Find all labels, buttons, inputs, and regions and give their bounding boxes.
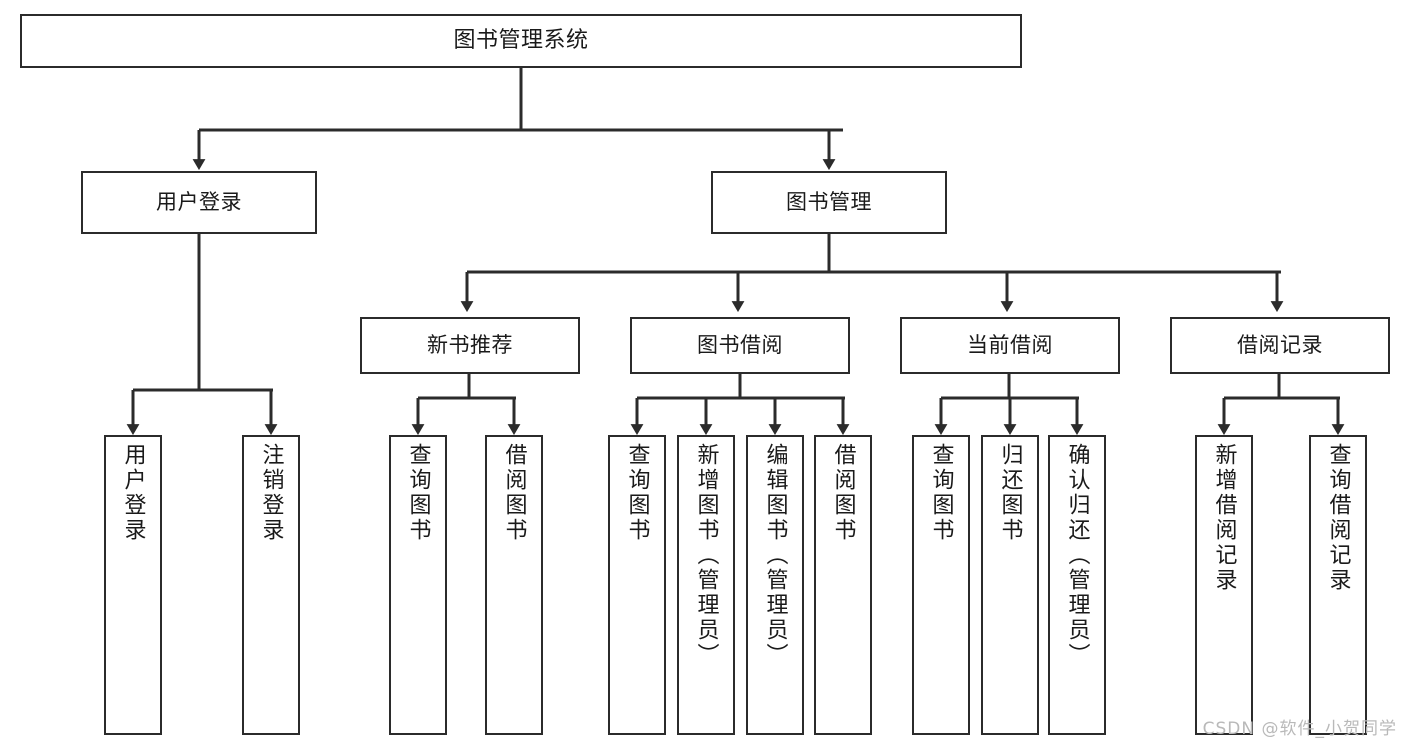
- leaf-user-login-signout[interactable]: 注销登录: [242, 435, 300, 735]
- leaf-borrow-borrow-book-label: 借阅图书: [830, 443, 856, 543]
- node-book-borrow[interactable]: 图书借阅: [630, 317, 850, 374]
- leaf-borrow-edit-book[interactable]: 编辑图书（管理员）: [746, 435, 804, 735]
- leaf-borrow-query-book[interactable]: 查询图书: [608, 435, 666, 735]
- leaf-borrow-borrow-book[interactable]: 借阅图书: [814, 435, 872, 735]
- node-current-borrow[interactable]: 当前借阅: [900, 317, 1120, 374]
- leaf-user-login-signout-label: 注销登录: [258, 443, 284, 543]
- leaf-record-add[interactable]: 新增借阅记录: [1195, 435, 1253, 735]
- leaf-record-query-label: 查询借阅记录: [1325, 443, 1351, 593]
- leaf-user-login-signin-label: 用户登录: [120, 443, 146, 543]
- node-current-borrow-label: 当前借阅: [967, 333, 1053, 358]
- leaf-new-book-query[interactable]: 查询图书: [389, 435, 447, 735]
- node-root-system[interactable]: 图书管理系统: [20, 14, 1022, 68]
- leaf-borrow-query-book-label: 查询图书: [624, 443, 650, 543]
- leaf-current-query-book[interactable]: 查询图书: [912, 435, 970, 735]
- leaf-borrow-add-book-label: 新增图书（管理员）: [693, 443, 719, 668]
- leaf-record-add-label: 新增借阅记录: [1211, 443, 1237, 593]
- node-book-management[interactable]: 图书管理: [711, 171, 947, 234]
- leaf-new-book-borrow[interactable]: 借阅图书: [485, 435, 543, 735]
- leaf-borrow-edit-book-label: 编辑图书（管理员）: [762, 443, 788, 668]
- leaf-current-return-book-label: 归还图书: [997, 443, 1023, 543]
- node-borrow-record[interactable]: 借阅记录: [1170, 317, 1390, 374]
- leaf-new-book-borrow-label: 借阅图书: [501, 443, 527, 543]
- leaf-borrow-add-book[interactable]: 新增图书（管理员）: [677, 435, 735, 735]
- leaf-record-query[interactable]: 查询借阅记录: [1309, 435, 1367, 735]
- node-root-system-label: 图书管理系统: [453, 28, 589, 54]
- leaf-current-confirm-return-label: 确认归还（管理员）: [1064, 443, 1090, 668]
- node-book-management-label: 图书管理: [786, 190, 872, 215]
- node-book-borrow-label: 图书借阅: [697, 333, 783, 358]
- node-new-book-recommend-label: 新书推荐: [427, 333, 513, 358]
- watermark: CSDN @软件_小贺同学: [1202, 719, 1397, 739]
- node-new-book-recommend[interactable]: 新书推荐: [360, 317, 580, 374]
- leaf-user-login-signin[interactable]: 用户登录: [104, 435, 162, 735]
- leaf-current-confirm-return[interactable]: 确认归还（管理员）: [1048, 435, 1106, 735]
- node-borrow-record-label: 借阅记录: [1237, 333, 1323, 358]
- leaf-current-query-book-label: 查询图书: [928, 443, 954, 543]
- leaf-current-return-book[interactable]: 归还图书: [981, 435, 1039, 735]
- leaf-new-book-query-label: 查询图书: [405, 443, 431, 543]
- node-user-login[interactable]: 用户登录: [81, 171, 317, 234]
- node-user-login-label: 用户登录: [156, 190, 242, 215]
